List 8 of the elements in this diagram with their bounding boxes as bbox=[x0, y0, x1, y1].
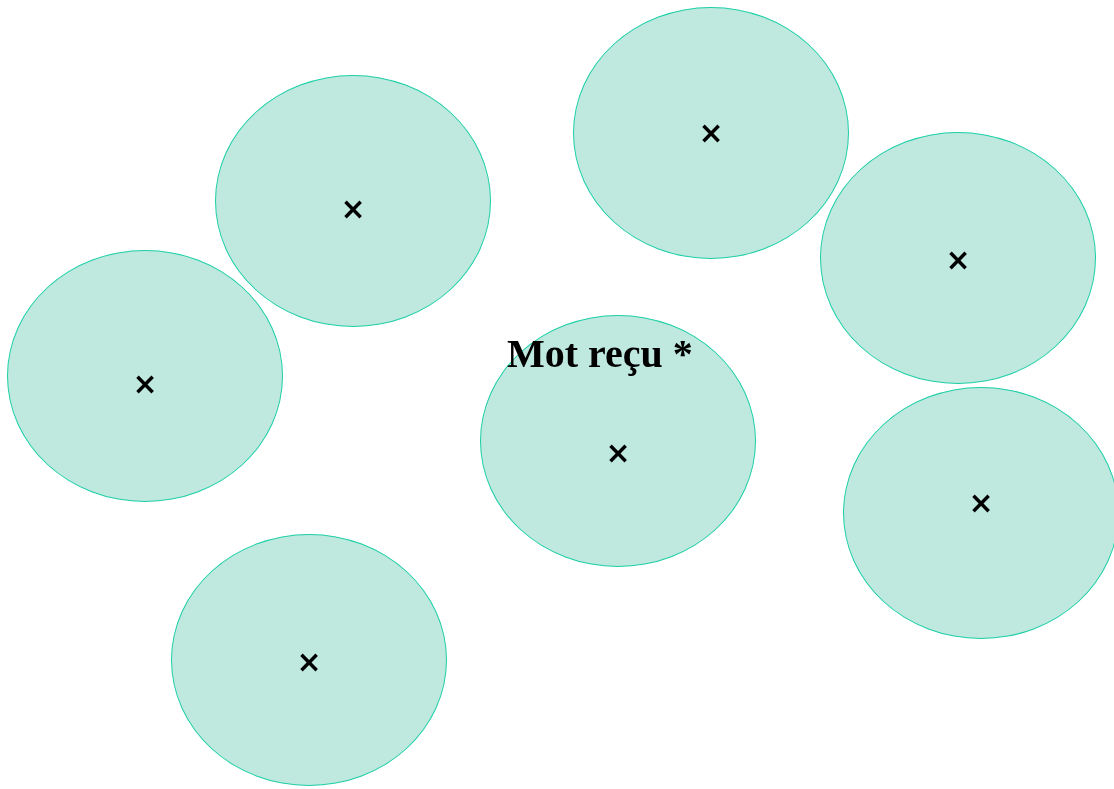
cross-mark: × bbox=[968, 488, 994, 518]
cross-mark: × bbox=[132, 369, 158, 399]
cross-mark: × bbox=[698, 118, 724, 148]
cross-mark: × bbox=[945, 245, 971, 275]
cross-mark: × bbox=[296, 647, 322, 677]
word-label: Mot reçu * bbox=[507, 330, 693, 377]
cross-mark: × bbox=[605, 438, 631, 468]
cross-mark: × bbox=[340, 194, 366, 224]
